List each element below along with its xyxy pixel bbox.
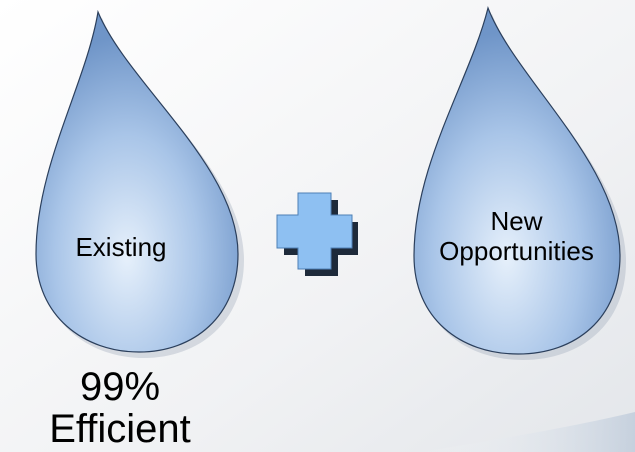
new-label: New bbox=[490, 206, 543, 236]
background-swoosh bbox=[420, 412, 635, 452]
efficiency-caption: 99% Efficient bbox=[20, 366, 220, 450]
efficiency-word: Efficient bbox=[49, 407, 191, 451]
left-drop bbox=[35, 9, 239, 353]
plus-icon bbox=[276, 192, 353, 270]
efficiency-percent: 99% bbox=[79, 365, 161, 409]
left-drop-label: Existing bbox=[45, 232, 197, 262]
right-drop-label: New Opportunities bbox=[404, 206, 629, 266]
opportunities-label: Opportunities bbox=[439, 236, 594, 266]
right-drop bbox=[413, 6, 621, 355]
existing-label: Existing bbox=[75, 232, 167, 262]
